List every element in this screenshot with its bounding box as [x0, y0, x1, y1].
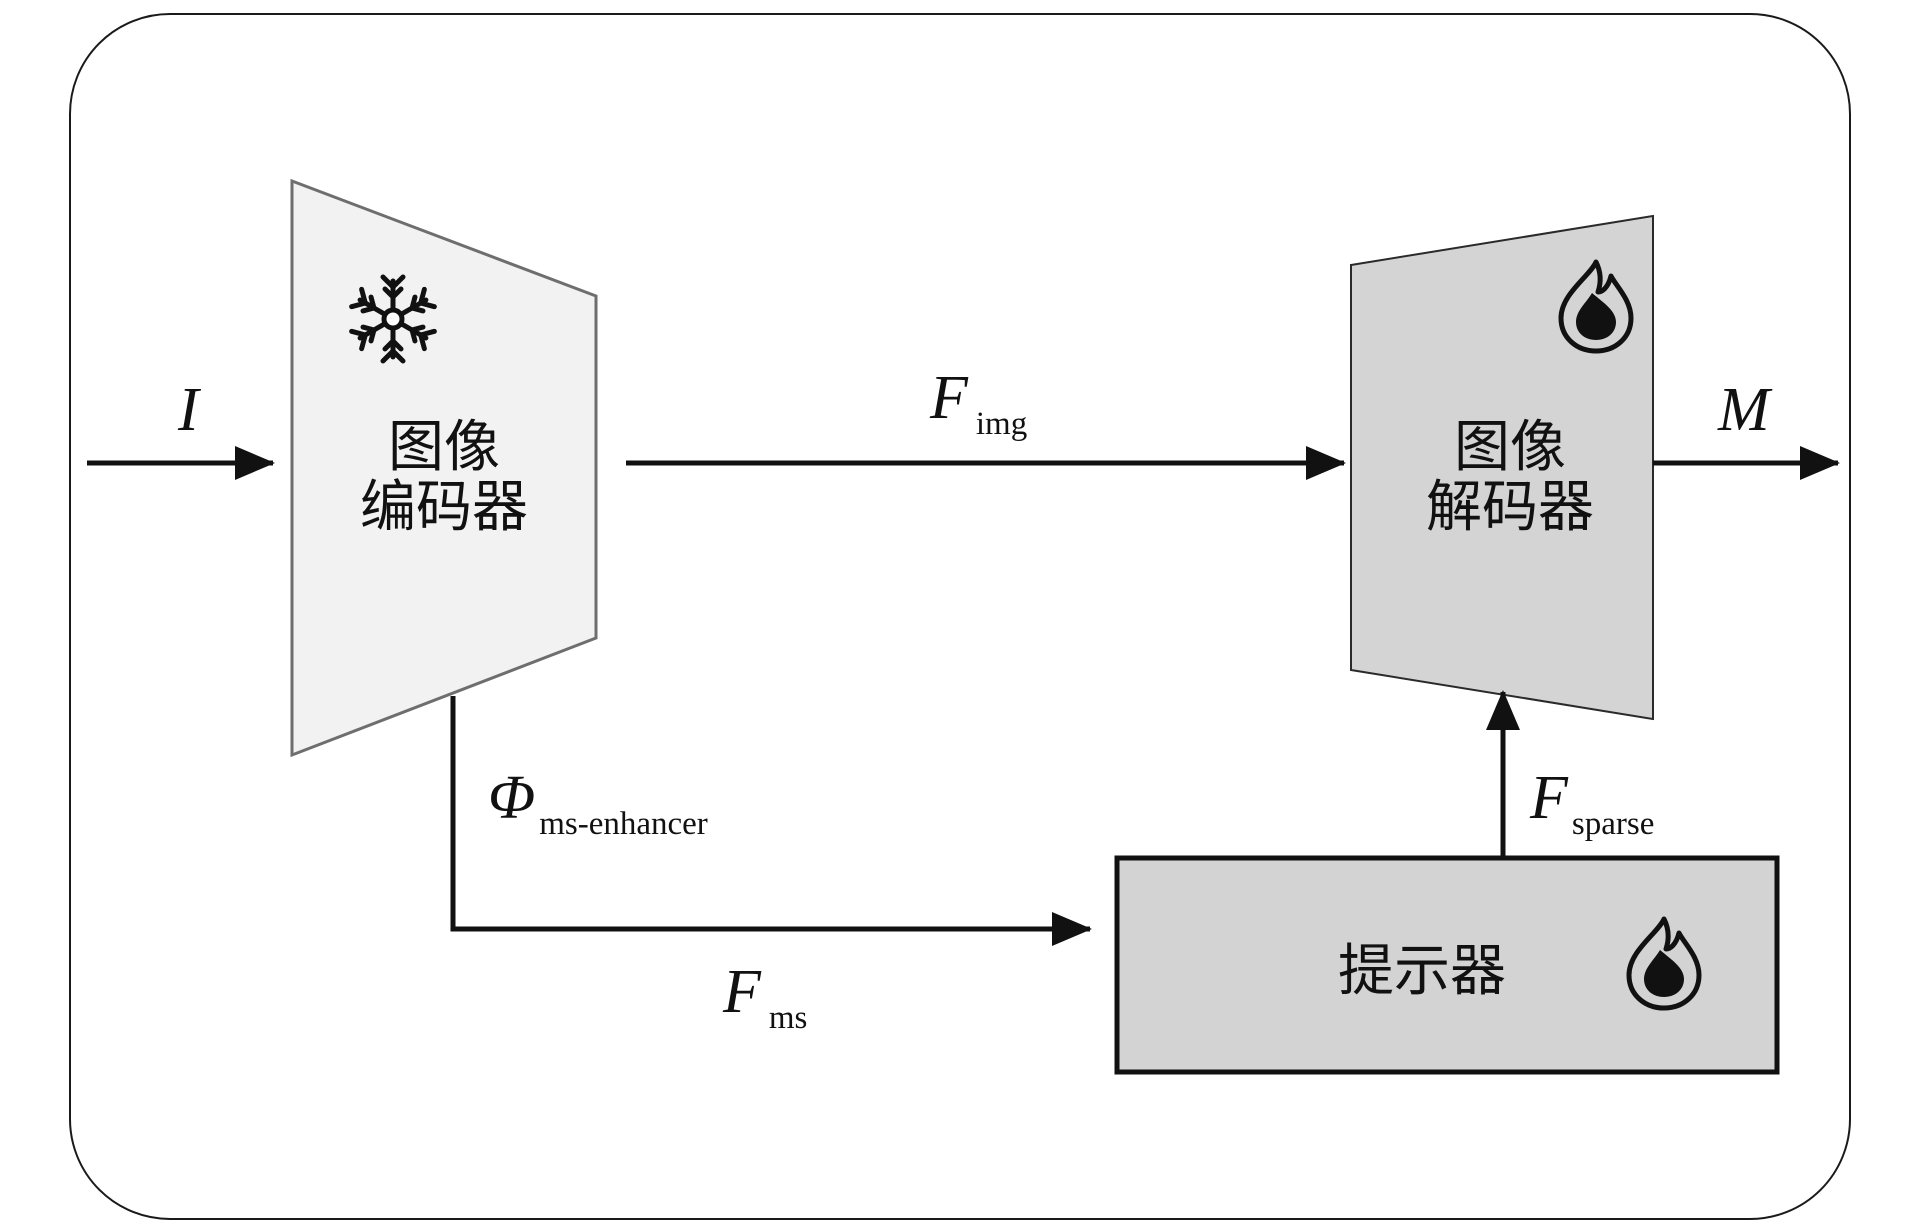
- flame-icon: [1558, 259, 1634, 354]
- phi-ms-enhancer-label: Φ ms-enhancer: [488, 764, 708, 842]
- image-encoder-shape: [290, 178, 598, 758]
- image-decoder-shape: [1350, 214, 1654, 721]
- prompter: 提示器: [1114, 855, 1780, 1075]
- f-sparse-label: F sparse: [1529, 764, 1654, 842]
- flame-icon: [1626, 916, 1702, 1011]
- output-label: M: [1717, 376, 1773, 444]
- prompter-label: 提示器: [1338, 939, 1506, 1004]
- outer-frame: [69, 13, 1851, 1220]
- image-encoder-label-line1: 图像: [388, 415, 500, 480]
- f-img-label: F img: [929, 364, 1027, 442]
- image-decoder-label-line2: 解码器: [1426, 475, 1594, 540]
- image-encoder: 图像 编码器: [290, 178, 598, 758]
- image-encoder-label-line2: 编码器: [360, 475, 528, 540]
- image-decoder-label-line1: 图像: [1454, 415, 1566, 480]
- snowflake-icon: [352, 274, 435, 361]
- image-decoder: 图像 解码器: [1350, 214, 1654, 721]
- f-ms-label: F ms: [722, 958, 807, 1036]
- input-label: I: [177, 376, 202, 444]
- f-ms-arrow: [450, 696, 1092, 946]
